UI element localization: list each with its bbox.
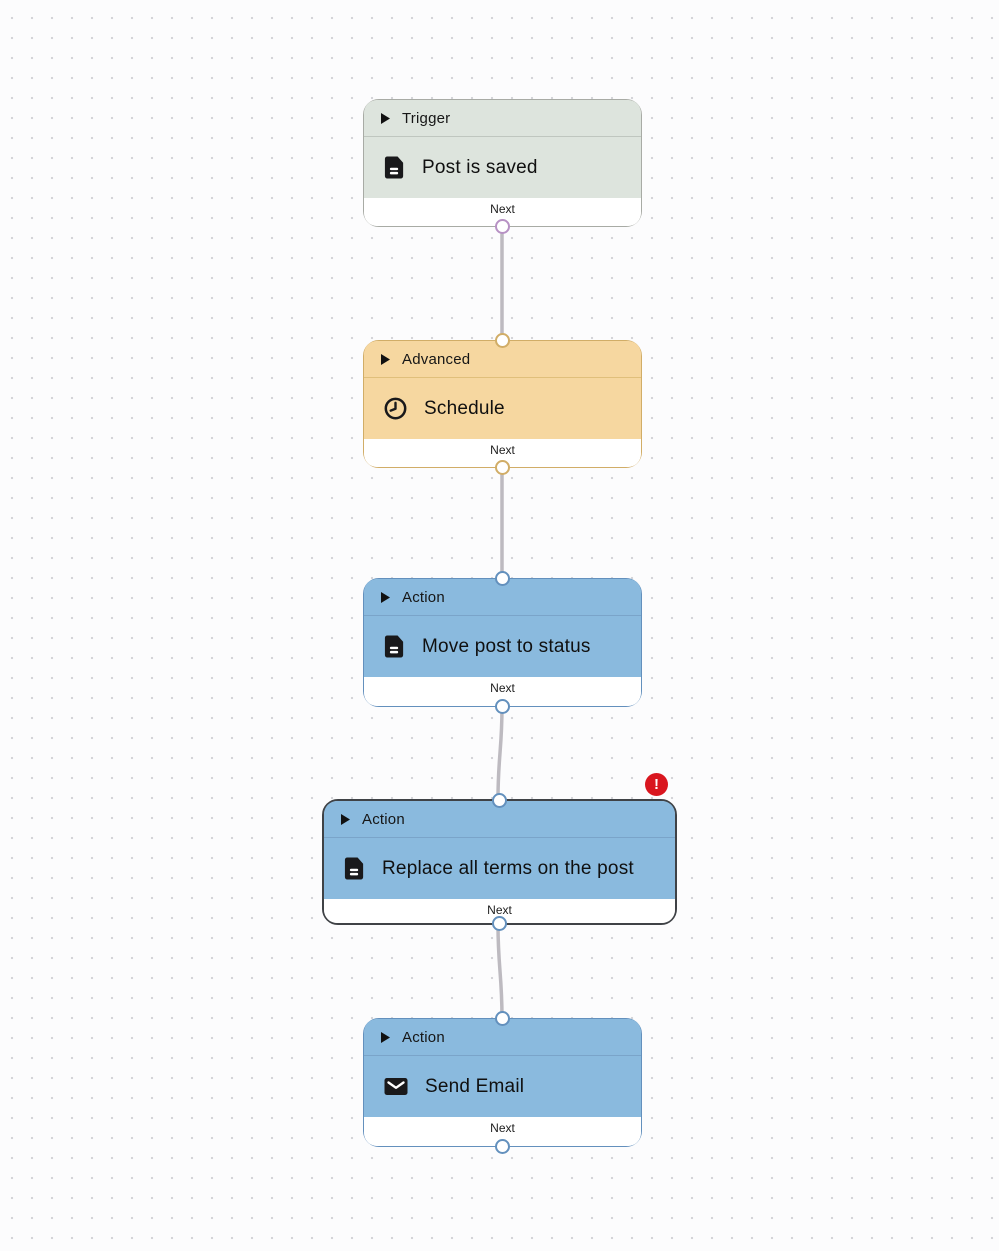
node-category-label: Action [402, 1028, 445, 1046]
node-body[interactable]: Replace all terms on the post [324, 838, 675, 899]
node-trigger-post-is-saved[interactable]: Trigger Post is saved Next [363, 99, 642, 234]
node-category-label: Action [362, 810, 405, 828]
node-action-move-post-to-status[interactable]: Action Move post to status Next [363, 571, 642, 714]
collapse-arrow-icon[interactable] [381, 1031, 390, 1043]
node-title: Send Email [425, 1075, 525, 1097]
node-frame: Action Replace all terms on the post Nex… [324, 801, 675, 923]
output-port[interactable] [495, 699, 510, 714]
output-port[interactable] [495, 219, 510, 234]
node-category-label: Advanced [402, 350, 471, 368]
input-port[interactable] [495, 333, 510, 348]
input-port[interactable] [495, 1011, 510, 1026]
clock-icon [383, 396, 408, 421]
node-category-label: Action [402, 588, 445, 606]
edge-replace-to-email [496, 923, 504, 1020]
node-title: Replace all terms on the post [382, 857, 634, 879]
node-frame: Advanced Schedule Next [364, 341, 641, 467]
node-body[interactable]: Move post to status [364, 616, 641, 677]
node-title: Schedule [424, 397, 505, 419]
document-icon [383, 155, 406, 180]
node-body[interactable]: Send Email [364, 1056, 641, 1117]
node-advanced-schedule[interactable]: Advanced Schedule Next [363, 333, 642, 475]
node-title: Post is saved [422, 156, 538, 178]
node-header[interactable]: Trigger [364, 100, 641, 137]
mail-icon [383, 1074, 409, 1099]
edge-move-to-replace [496, 705, 504, 801]
node-frame: Action Send Email Next [364, 1019, 641, 1146]
node-frame: Trigger Post is saved Next [364, 100, 641, 226]
collapse-arrow-icon[interactable] [381, 591, 390, 603]
document-icon [343, 856, 366, 881]
input-port[interactable] [492, 793, 507, 808]
node-action-replace-all-terms[interactable]: Action Replace all terms on the post Nex… [322, 773, 677, 931]
collapse-arrow-icon[interactable] [381, 353, 390, 365]
output-port[interactable] [492, 916, 507, 931]
output-port[interactable] [495, 1139, 510, 1154]
node-title: Move post to status [422, 635, 591, 657]
collapse-arrow-icon[interactable] [341, 813, 350, 825]
error-badge[interactable]: ! [645, 773, 668, 796]
node-category-label: Trigger [402, 109, 451, 127]
node-frame: Action Move post to status Next [364, 579, 641, 706]
node-body[interactable]: Schedule [364, 378, 641, 439]
node-body[interactable]: Post is saved [364, 137, 641, 198]
document-icon [383, 634, 406, 659]
collapse-arrow-icon[interactable] [381, 112, 390, 124]
node-action-send-email[interactable]: Action Send Email Next [363, 1011, 642, 1154]
output-port[interactable] [495, 460, 510, 475]
input-port[interactable] [495, 571, 510, 586]
